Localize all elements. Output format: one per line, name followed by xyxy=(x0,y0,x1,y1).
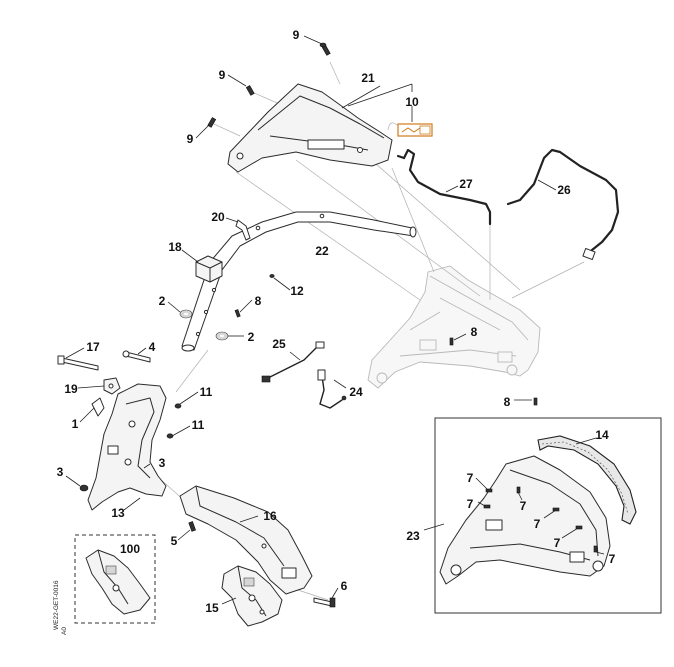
label-part-23: 23 xyxy=(406,529,420,543)
part-20-clip xyxy=(235,219,251,241)
label-part-6: 6 xyxy=(341,579,348,593)
part-2-washer-b xyxy=(215,331,229,341)
label-part-16: 16 xyxy=(263,509,277,523)
part-22-handle-tube xyxy=(181,211,417,352)
label-part-11-b: 11 xyxy=(192,418,205,432)
label-part-7-f: 7 xyxy=(609,552,616,566)
label-part-7-c: 7 xyxy=(520,499,527,513)
label-part-5: 5 xyxy=(171,534,178,548)
label-part-21: 21 xyxy=(361,71,375,85)
part-18-block xyxy=(195,255,223,283)
part-12-pin xyxy=(269,274,275,278)
label-part-12: 12 xyxy=(290,284,304,298)
label-part-19: 19 xyxy=(64,382,78,396)
label-part-7-a: 7 xyxy=(467,471,474,485)
part-2-washer-a xyxy=(179,309,193,319)
part-5-screw xyxy=(188,521,196,532)
label-part-4: 4 xyxy=(149,340,156,354)
label-part-7-e: 7 xyxy=(554,536,561,550)
label-part-10: 10 xyxy=(405,95,419,109)
part-15-clamp-bracket xyxy=(221,565,283,627)
part-16-channel xyxy=(179,485,313,595)
part-1-lever xyxy=(91,397,105,417)
part-11-nut-b xyxy=(166,433,174,439)
part-14-grip xyxy=(537,435,637,525)
kit-100-box xyxy=(74,534,156,624)
label-part-27: 27 xyxy=(459,177,473,191)
label-part-22: 22 xyxy=(315,244,329,258)
part-25-wire xyxy=(261,341,325,383)
part-24-wire xyxy=(317,369,347,409)
part-number-labels: 9 9 9 21 10 27 26 20 22 18 12 2 8 2 8 17… xyxy=(57,28,616,615)
part-11-nut-a xyxy=(174,403,182,409)
part-26-cable xyxy=(506,148,620,260)
label-part-3-a: 3 xyxy=(57,465,64,479)
part-8-screw-c xyxy=(533,397,538,406)
label-part-24: 24 xyxy=(349,385,363,399)
label-part-7-b: 7 xyxy=(467,497,474,511)
part-4-pin xyxy=(122,350,151,363)
label-part-20: 20 xyxy=(211,210,225,224)
part-13-handle-bracket xyxy=(87,383,167,511)
drawing-code-text: WE22-GET-0016 xyxy=(53,580,60,630)
label-part-25: 25 xyxy=(272,337,286,351)
label-part-9-left: 9 xyxy=(187,132,194,146)
label-part-9-mid: 9 xyxy=(219,68,226,82)
label-part-2-b: 2 xyxy=(248,330,255,344)
label-part-8-b: 8 xyxy=(471,325,478,339)
part-8-screw-a xyxy=(234,309,241,318)
label-part-7-d: 7 xyxy=(534,517,541,531)
drawing-revision-text: A0 xyxy=(61,627,68,635)
label-part-8-a: 8 xyxy=(255,294,262,308)
part-9-screw-left xyxy=(207,117,217,128)
part-19-clamp xyxy=(103,377,121,395)
part-6-bolt xyxy=(313,597,336,608)
label-part-9-top: 9 xyxy=(293,28,300,42)
drawing-code: WE22-GET-0016 A0 xyxy=(53,580,68,635)
part-17-bolt xyxy=(57,355,99,371)
label-part-3-b: 3 xyxy=(159,456,166,470)
label-part-17: 17 xyxy=(86,340,100,354)
label-part-15: 15 xyxy=(205,601,219,615)
detail-23-box xyxy=(434,417,662,614)
label-part-8-c: 8 xyxy=(504,395,511,409)
part-3-knob-a xyxy=(79,484,89,492)
lower-handle-assembly-ghost xyxy=(367,265,541,389)
part-27-cable xyxy=(396,148,492,226)
label-part-2-a: 2 xyxy=(159,294,166,308)
label-part-11-a: 11 xyxy=(200,385,213,399)
part-9-screw-top xyxy=(319,42,331,56)
part-8-screw-b xyxy=(449,337,454,346)
part-21-handle-cover xyxy=(227,83,393,173)
label-part-1: 1 xyxy=(72,417,79,431)
part-10-decal xyxy=(387,122,433,137)
label-part-100: 100 xyxy=(120,542,140,556)
leader-lines xyxy=(65,35,605,605)
label-part-13: 13 xyxy=(111,506,125,520)
part-9-screw-mid xyxy=(245,85,255,96)
label-part-26: 26 xyxy=(557,183,571,197)
label-part-14: 14 xyxy=(595,428,609,442)
label-part-18: 18 xyxy=(168,240,182,254)
